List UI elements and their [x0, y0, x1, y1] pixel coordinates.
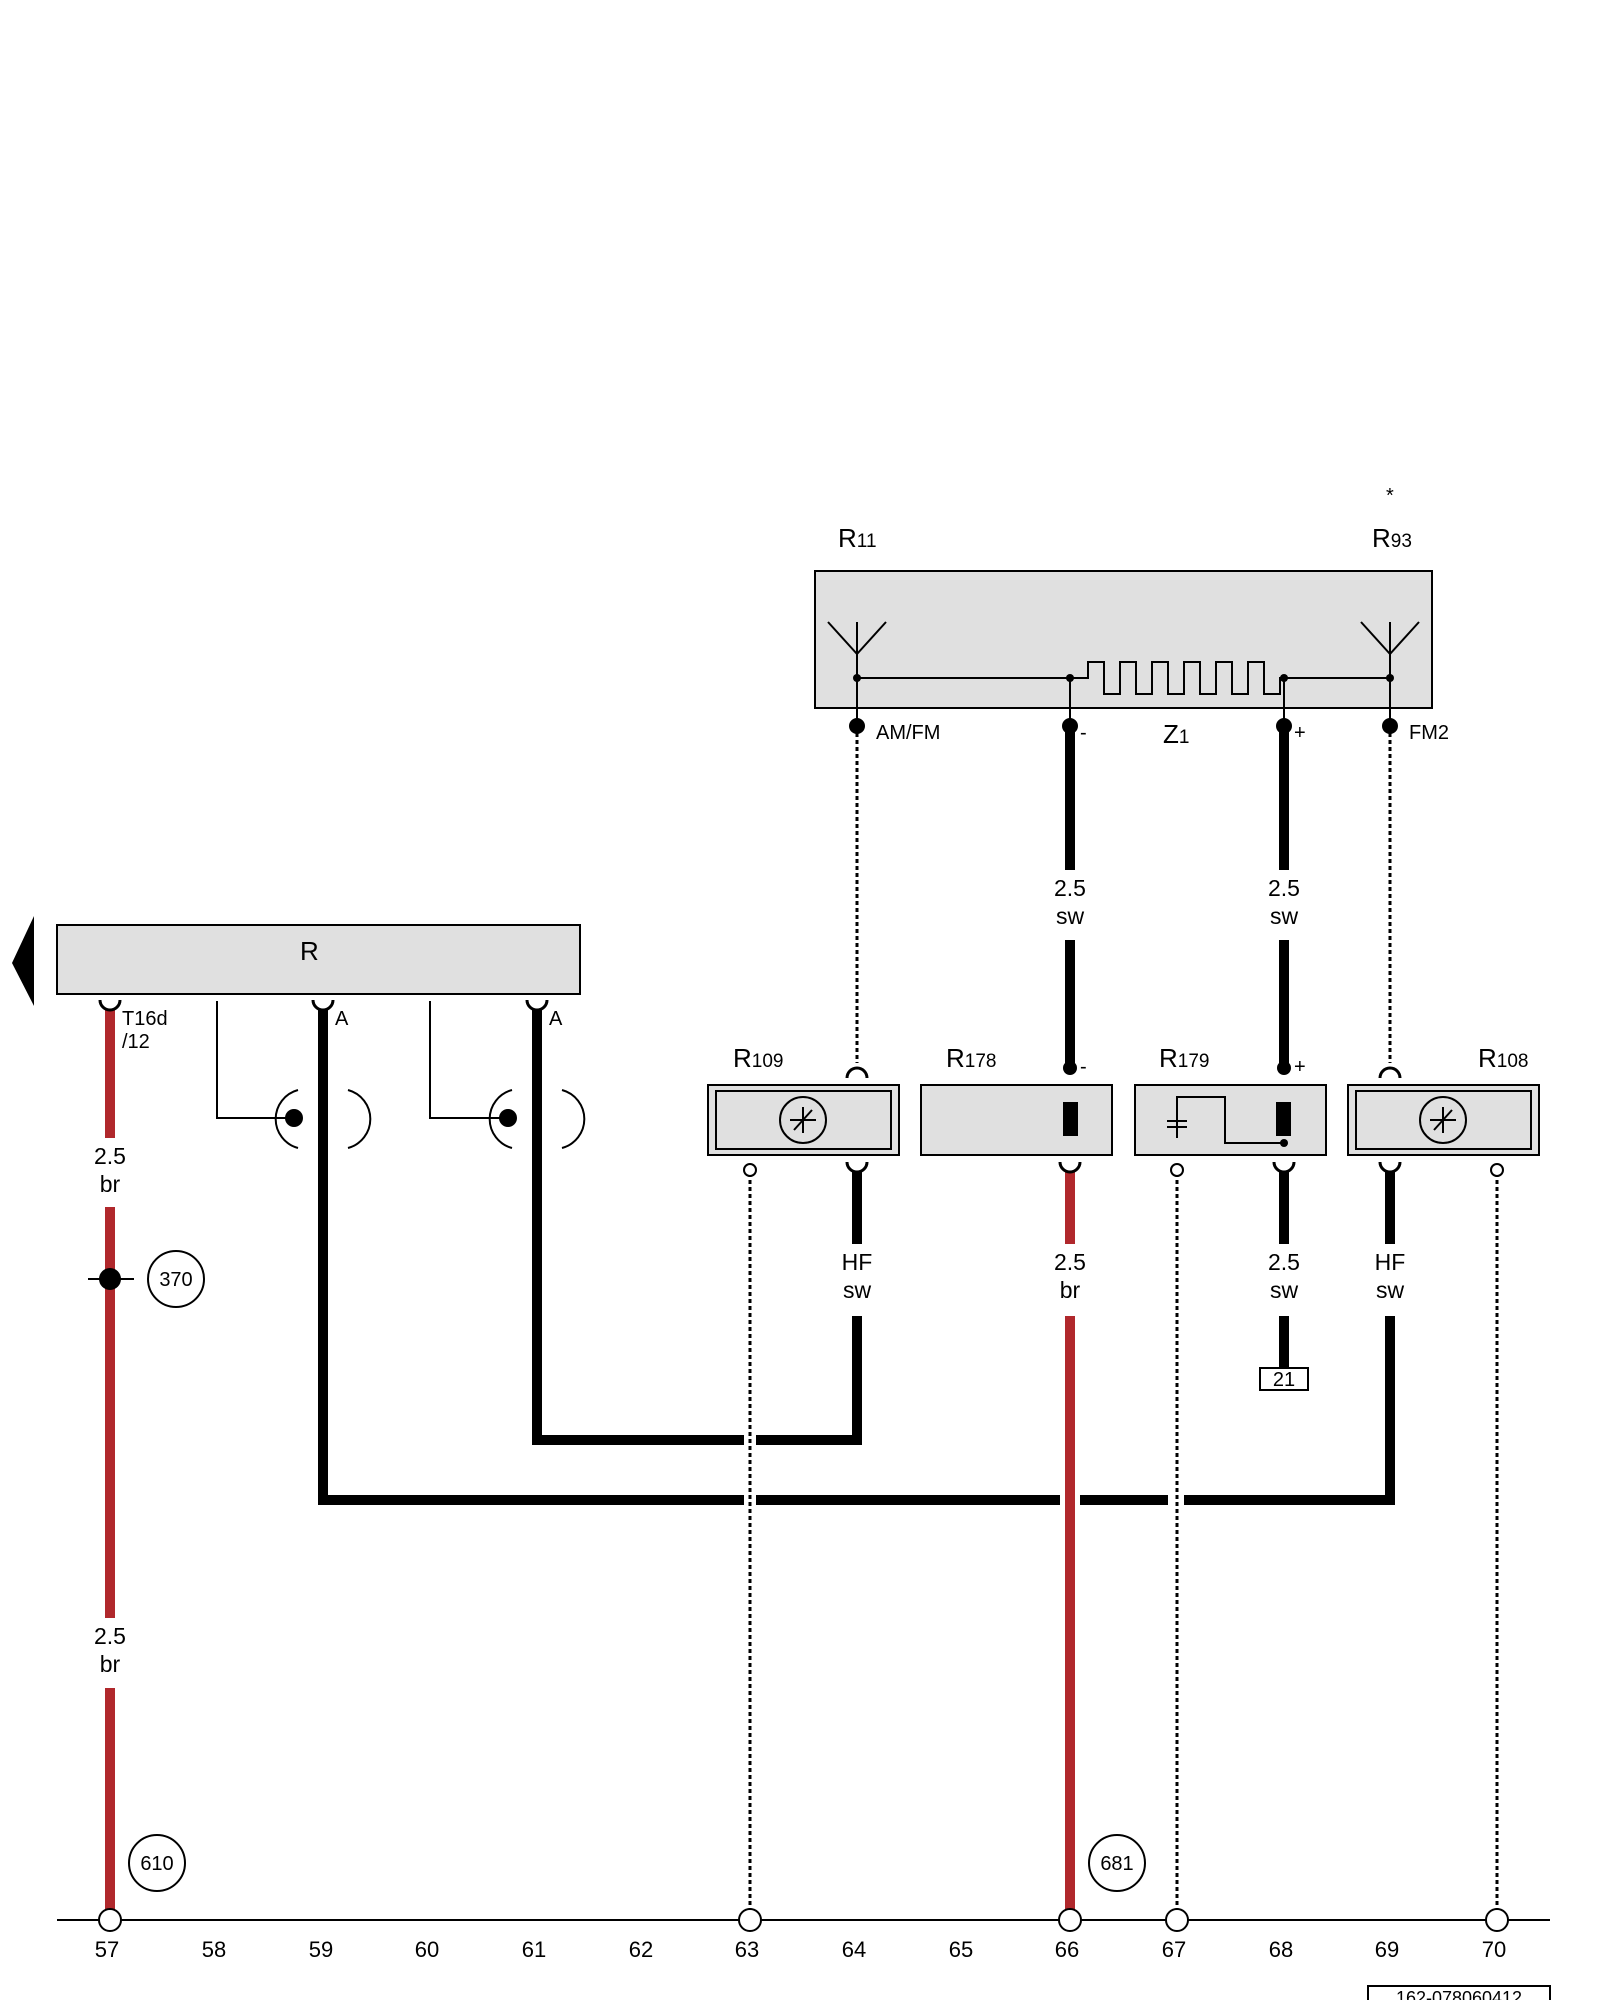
wire-64-bottom-size: HF: [842, 1249, 873, 1275]
r93-asterisk: *: [1386, 485, 1394, 507]
grid-number: 69: [1375, 1937, 1399, 1962]
antenna-fm2-icon: [1360, 621, 1420, 678]
footer-code-box: [1367, 1985, 1551, 2000]
antenna-am-fm-icon: [827, 621, 887, 678]
ground-terminals: [98, 1908, 1509, 1932]
wire-66-top-size: 2.5: [1054, 875, 1086, 901]
r108-box: [1347, 1084, 1540, 1156]
component-r178-label: R178: [946, 1043, 996, 1073]
grid-numbers: 57 58 59 60 61 62 63 64 65 66 67 68 69 7…: [95, 1937, 1506, 1962]
pin-r178-minus: -: [1080, 1056, 1087, 1078]
ref-box-21: [1259, 1367, 1309, 1391]
wire-coax-am-fm: [748, 726, 1499, 1910]
wire-hf-59-69: [318, 1010, 1395, 1505]
grid-number: 70: [1482, 1937, 1506, 1962]
component-r109-label: R109: [733, 1043, 783, 1073]
wire-68-top-size: 2.5: [1268, 875, 1300, 901]
ref-circle-370: [147, 1250, 205, 1308]
component-r-label: R: [300, 936, 319, 966]
pin-fm2: FM2: [1409, 722, 1449, 744]
grid-number: 62: [629, 1937, 653, 1962]
wire-68-bottom-color: sw: [1270, 1277, 1299, 1303]
wire-66-bottom-size: 2.5: [1054, 1249, 1086, 1275]
pin-t16d: T16d: [122, 1008, 168, 1030]
component-r93-label: R93: [1372, 523, 1412, 553]
component-r11-label: R11: [838, 523, 877, 553]
pin-a-59: A: [335, 1008, 349, 1030]
wire-57-bottom-color: br: [100, 1651, 121, 1677]
pin-t16d-12: /12: [122, 1031, 150, 1053]
antenna-module-box: [814, 570, 1433, 709]
wire-hf-61-64: [532, 1010, 862, 1445]
pin-z1-minus: -: [1080, 722, 1087, 744]
wire-64-bottom-color: sw: [843, 1277, 872, 1303]
pin-z1-plus: +: [1294, 722, 1306, 744]
radio-ground-lead-2: [429, 1001, 506, 1119]
ref-circle-610: [128, 1834, 186, 1892]
grid-number: 68: [1269, 1937, 1293, 1962]
connector-symbols: [98, 999, 1402, 1174]
wire-66-top-color: sw: [1056, 903, 1085, 929]
ref-681-label: 681: [1100, 1853, 1133, 1875]
pin-r179-plus: +: [1294, 1056, 1306, 1078]
wire-69-bottom-color: sw: [1376, 1277, 1405, 1303]
grid-number: 65: [949, 1937, 973, 1962]
wire-66-bottom-color: br: [1060, 1277, 1081, 1303]
wire-68-bottom-size: 2.5: [1268, 1249, 1300, 1275]
footer-code: 162-078060412: [1396, 1988, 1522, 2000]
r178-box: [920, 1084, 1113, 1156]
grid-number: 66: [1055, 1937, 1079, 1962]
wire-66-68-top: [1065, 728, 1289, 1066]
component-z1-label: Z1: [1163, 719, 1189, 749]
component-r179-label: R179: [1159, 1043, 1209, 1073]
grid-number: 67: [1162, 1937, 1186, 1962]
grid-number: 57: [95, 1937, 119, 1962]
grid-number: 60: [415, 1937, 439, 1962]
pin-a-61: A: [549, 1008, 563, 1030]
component-r108-label: R108: [1478, 1043, 1528, 1073]
ref-370-label: 370: [159, 1269, 192, 1291]
ref-21-label: 21: [1273, 1369, 1295, 1391]
grid-number: 58: [202, 1937, 226, 1962]
wire-69-bottom-size: HF: [1375, 1249, 1406, 1275]
splice-370: [99, 1268, 121, 1290]
ref-circle-681: [1088, 1834, 1146, 1892]
grid-number: 61: [522, 1937, 546, 1962]
radio-ground-lead-1: [216, 1001, 292, 1119]
grid-number: 59: [309, 1937, 333, 1962]
r109-box: [707, 1084, 900, 1156]
radio-unit-box: [56, 924, 581, 995]
ref-610-label: 610: [140, 1853, 173, 1875]
wire-68-top-color: sw: [1270, 903, 1299, 929]
wire-57-top-color: br: [100, 1171, 121, 1197]
continuation-arrow-icon: [12, 916, 34, 1006]
pin-am-fm: AM/FM: [876, 722, 940, 744]
wire-57-top-size: 2.5: [94, 1143, 126, 1169]
r179-box: [1134, 1084, 1327, 1156]
window-heater-element: [857, 661, 1390, 695]
wire-57-bottom-size: 2.5: [94, 1623, 126, 1649]
grid-number: 63: [735, 1937, 759, 1962]
grid-number: 64: [842, 1937, 866, 1962]
